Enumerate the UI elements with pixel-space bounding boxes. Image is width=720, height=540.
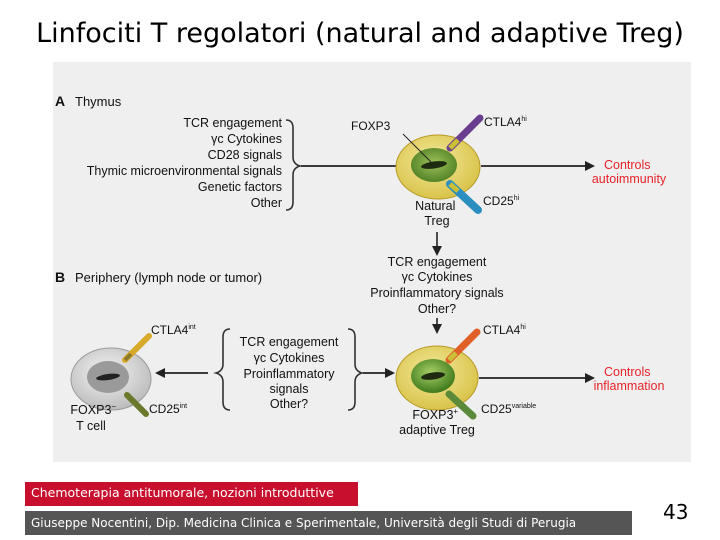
cd25-hi-label: CD25hi (483, 194, 520, 208)
periphery-signal: Proinflammatory (244, 367, 336, 381)
periphery-signal: Other? (270, 397, 308, 411)
factor-item: γc Cytokines (211, 132, 282, 146)
adaptive-treg-cell (395, 345, 479, 411)
periphery-signal: TCR engagement (240, 335, 339, 349)
panel-b-letter: B (55, 269, 65, 285)
treg-diagram: A Thymus TCR engagement γc Cytokines CD2… (53, 62, 691, 462)
ctla4-hi-receptor-icon (445, 328, 481, 364)
factor-item: Thymic microenvironmental signals (87, 164, 282, 178)
factor-item: Other (251, 196, 282, 210)
foxp3-label: FOXP3 (351, 119, 391, 133)
factor-item: TCR engagement (183, 116, 282, 130)
periphery-brace-left (213, 328, 231, 411)
thymus-brace (285, 119, 303, 211)
periphery-signal: γc Cytokines (254, 351, 325, 365)
cd25-variable-receptor-icon (445, 390, 477, 420)
natural-treg-label: Natural Treg (415, 199, 459, 228)
author-footer: Giuseppe Nocentini, Dip. Medicina Clinic… (25, 511, 632, 535)
course-footer: Chemoterapia antitumorale, nozioni intro… (25, 482, 358, 506)
ctla4-hi-label-b: CTLA4hi (483, 323, 526, 337)
ctla4-int-label: CTLA4int (151, 323, 196, 337)
thymus-factor-list: TCR engagement γc Cytokines CD28 signals… (87, 116, 283, 210)
slide-title: Linfociti T regolatori (natural and adap… (36, 18, 684, 49)
controls-autoimmunity: Controls autoimmunity (592, 158, 667, 186)
page-number: 43 (663, 500, 689, 524)
foxp3-pointer (402, 133, 432, 163)
cd25-int-label: CD25int (149, 402, 187, 416)
cd25-receptor-icon (446, 180, 482, 214)
middle-signal: Proinflammatory signals (370, 286, 503, 300)
periphery-signal: signals (270, 382, 309, 396)
foxp3-negative-label: FOXP3− T cell (70, 398, 119, 433)
panel-b-title: Periphery (lymph node or tumor) (75, 270, 262, 285)
ctla4-receptor-icon (446, 114, 484, 152)
natural-treg-cell (395, 134, 481, 200)
ctla4-hi-label: CTLA4hi (484, 115, 527, 129)
ctla4-int-receptor-icon (122, 333, 152, 363)
middle-signal-list: TCR engagement γc Cytokines Proinflammat… (370, 255, 503, 316)
cd25-variable-label: CD25variable (481, 402, 536, 416)
middle-signal: TCR engagement (388, 255, 487, 269)
middle-signal: Other? (418, 302, 456, 316)
factor-item: CD28 signals (208, 148, 282, 162)
foxp3-negative-t-cell (70, 347, 152, 411)
periphery-signal-list: TCR engagement γc Cytokines Proinflammat… (240, 335, 339, 411)
periphery-brace-right (347, 328, 365, 411)
panel-a-title: Thymus (75, 94, 122, 109)
adaptive-treg-label: FOXP3+ adaptive Treg (399, 403, 475, 437)
middle-signal: γc Cytokines (402, 270, 473, 284)
cd25-int-receptor-icon (124, 392, 149, 417)
factor-item: Genetic factors (198, 180, 282, 194)
panel-a-letter: A (55, 93, 65, 109)
controls-inflammation: Controls inflammation (594, 365, 665, 393)
